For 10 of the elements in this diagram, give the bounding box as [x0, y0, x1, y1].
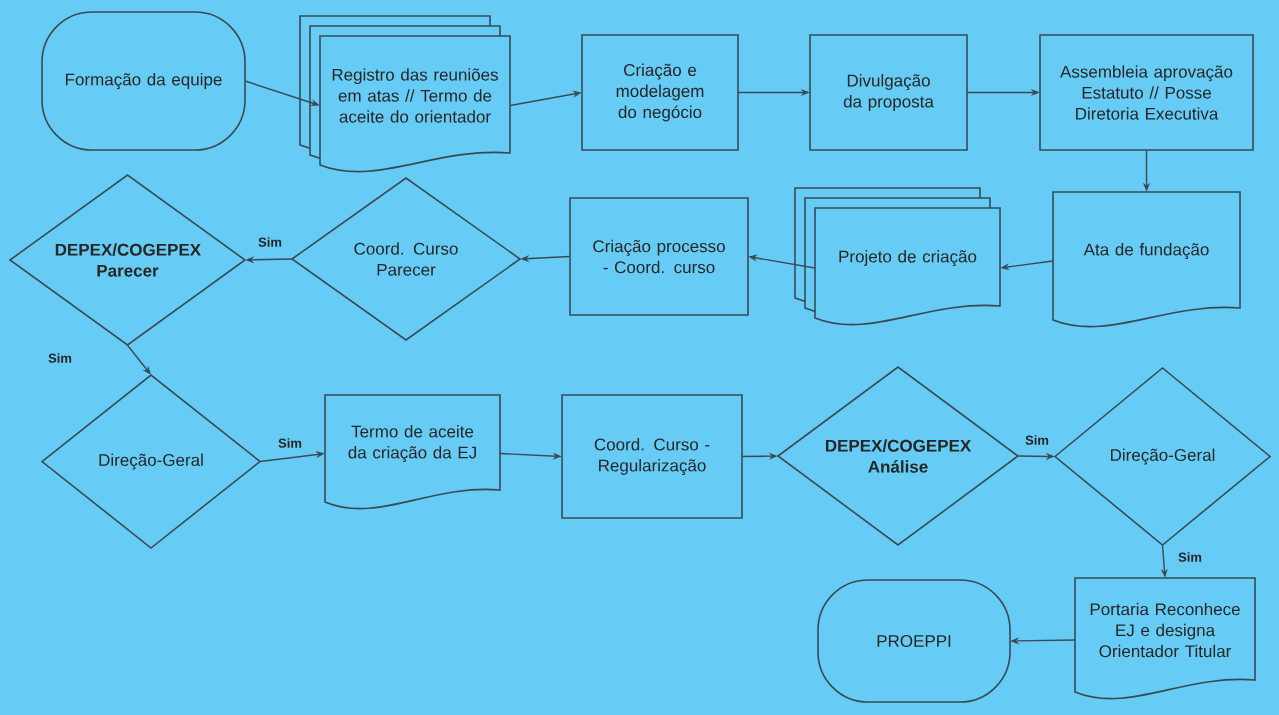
edge-label: Sim	[257, 236, 283, 248]
process-box: Divulgação da proposta	[809, 34, 968, 151]
process-box: Coord. Curso - Regularização	[561, 394, 743, 519]
edge-label: Sim	[47, 352, 73, 364]
edge-label: Sim	[277, 437, 303, 449]
edge-label: Sim	[1177, 551, 1203, 563]
process-box: Assembleia aprovação Estatuto // Posse Diretoria Executiva	[1039, 34, 1254, 151]
process-box: Criação processo - Coord. curso	[569, 197, 749, 316]
process-box: Criação e modelagem do negócio	[581, 34, 739, 151]
edge-label: Sim	[1024, 434, 1050, 446]
